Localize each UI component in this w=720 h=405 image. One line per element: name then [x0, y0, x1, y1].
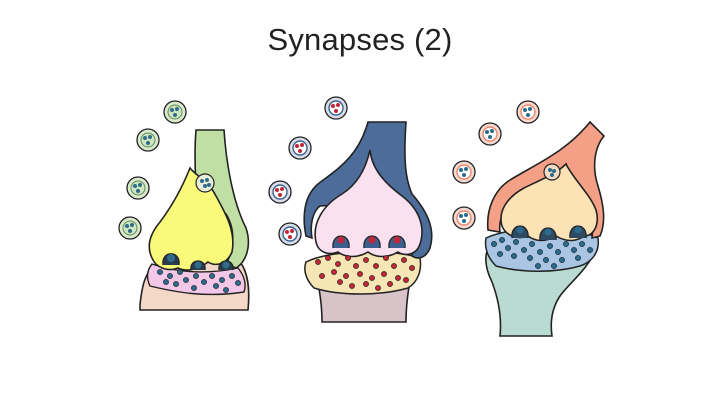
neurotransmitters: [491, 237, 593, 269]
vesicle: [543, 163, 561, 181]
axon-terminal: [500, 162, 599, 242]
postsynaptic-membrane: [146, 263, 246, 296]
vesicle: [195, 173, 215, 193]
docked-vesicle: [218, 260, 234, 271]
docked-vesicle: [539, 227, 557, 241]
docked-vesicle: [190, 260, 206, 271]
docked-vesicle: [569, 225, 587, 239]
floating-vesicles: [452, 100, 540, 230]
axon-terminal: [314, 149, 423, 258]
neurotransmitters: [157, 269, 241, 293]
floating-vesicles: [268, 96, 348, 246]
docked-vesicle: [162, 253, 180, 266]
docked-vesicle: [332, 235, 350, 249]
neurotransmitters: [315, 255, 415, 291]
synapse-2: [268, 96, 433, 323]
synapse-1: [118, 100, 250, 311]
synapse-3: [452, 100, 606, 337]
slide-title: Synapses (2): [267, 22, 453, 57]
floating-vesicles: [118, 100, 187, 240]
docked-vesicle: [388, 235, 406, 249]
docked-vesicle: [511, 225, 529, 239]
docked-vesicle: [363, 235, 381, 249]
